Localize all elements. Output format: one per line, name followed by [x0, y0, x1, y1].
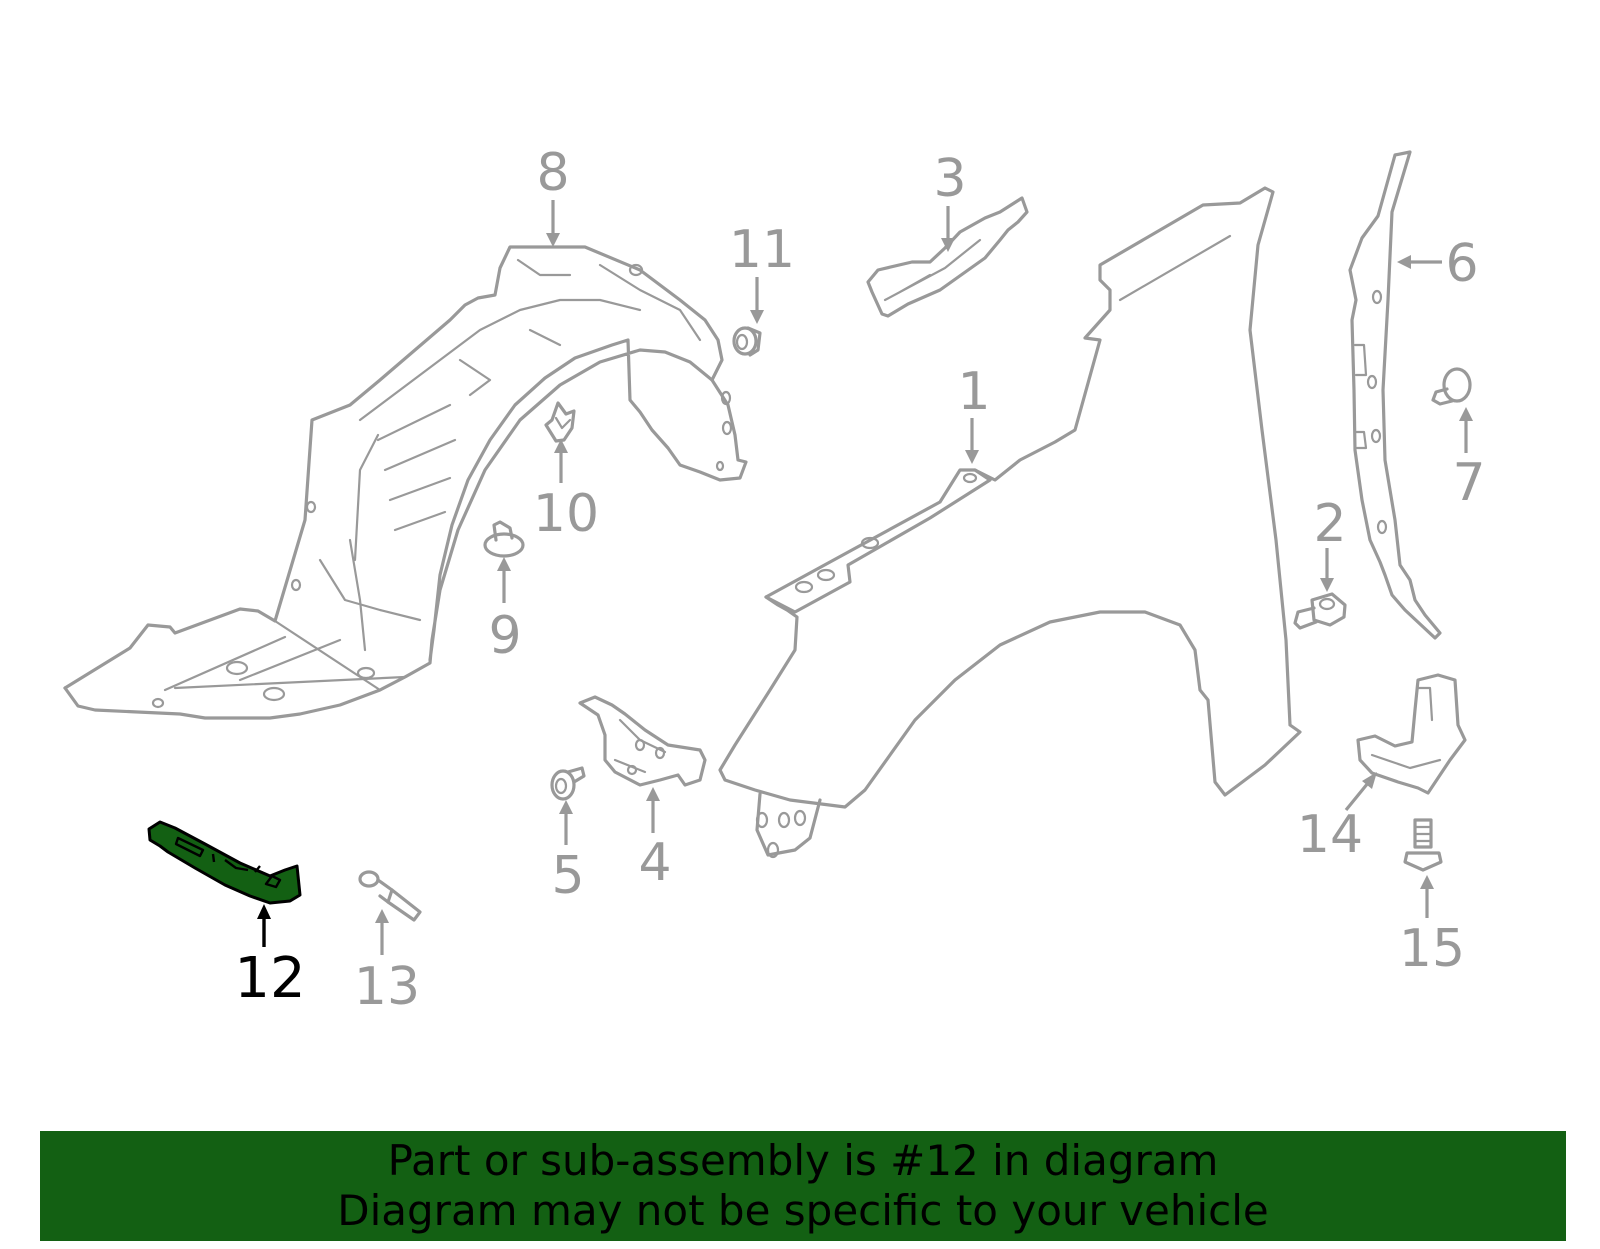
callout-label: 6: [1445, 234, 1478, 294]
callout-2: 2: [1313, 494, 1347, 592]
callout-label: 14: [1297, 805, 1363, 865]
callout-label: 3: [933, 149, 966, 209]
callout-13: 13: [354, 909, 420, 1017]
callout-7: 7: [1452, 407, 1486, 513]
banner-line-disclaimer: Diagram may not be specific to your vehi…: [337, 1186, 1269, 1235]
banner-line-part: Part or sub-assembly is #12 in diagram: [387, 1136, 1219, 1185]
callout-1: 1: [957, 362, 991, 464]
callout-label: 1: [957, 362, 990, 422]
part-bolt-13[interactable]: [358, 870, 422, 922]
callout-label: 9: [488, 606, 521, 666]
callout-4: 4: [638, 787, 672, 893]
part-bolt-2[interactable]: [1293, 592, 1347, 630]
part-12-highlighted[interactable]: [147, 820, 302, 905]
part-clip-9[interactable]: [483, 520, 525, 558]
callout-6: 6: [1397, 234, 1479, 294]
callout-3: 3: [933, 149, 967, 252]
callout-15: 15: [1399, 875, 1465, 979]
callout-label: 4: [638, 833, 671, 893]
part-bolt-15[interactable]: [1403, 818, 1443, 872]
part-upper-bracket[interactable]: [866, 196, 1029, 318]
part-fender-liner[interactable]: [63, 245, 748, 720]
part-front-fender[interactable]: [718, 186, 1302, 859]
callout-label: 7: [1452, 453, 1485, 513]
part-clip-10[interactable]: [544, 401, 576, 443]
callout-8: 8: [536, 143, 570, 247]
part-lower-bracket[interactable]: [1356, 673, 1467, 795]
part-clip-11[interactable]: [732, 326, 762, 357]
callout-12-highlighted: 12: [234, 904, 306, 1011]
part-fender-seal[interactable]: [1348, 150, 1442, 640]
callout-label: 11: [729, 220, 795, 280]
callout-label: 2: [1313, 494, 1346, 554]
callout-5: 5: [551, 800, 585, 906]
callout-14: 14: [1297, 772, 1377, 865]
part-clip-7[interactable]: [1431, 367, 1472, 406]
callout-label: 13: [354, 957, 420, 1017]
part-mid-bracket[interactable]: [578, 695, 707, 787]
callout-10: 10: [533, 439, 599, 544]
callout-label: 8: [536, 143, 569, 203]
callout-label: 12: [234, 946, 305, 1011]
callout-11: 11: [729, 220, 795, 324]
info-banner: Part or sub-assembly is #12 in diagram D…: [40, 1131, 1566, 1241]
part-clip-5[interactable]: [550, 766, 586, 801]
callout-9: 9: [488, 557, 522, 666]
callout-label: 15: [1399, 919, 1465, 979]
callout-label: 5: [551, 846, 584, 906]
callout-label: 10: [533, 484, 599, 544]
